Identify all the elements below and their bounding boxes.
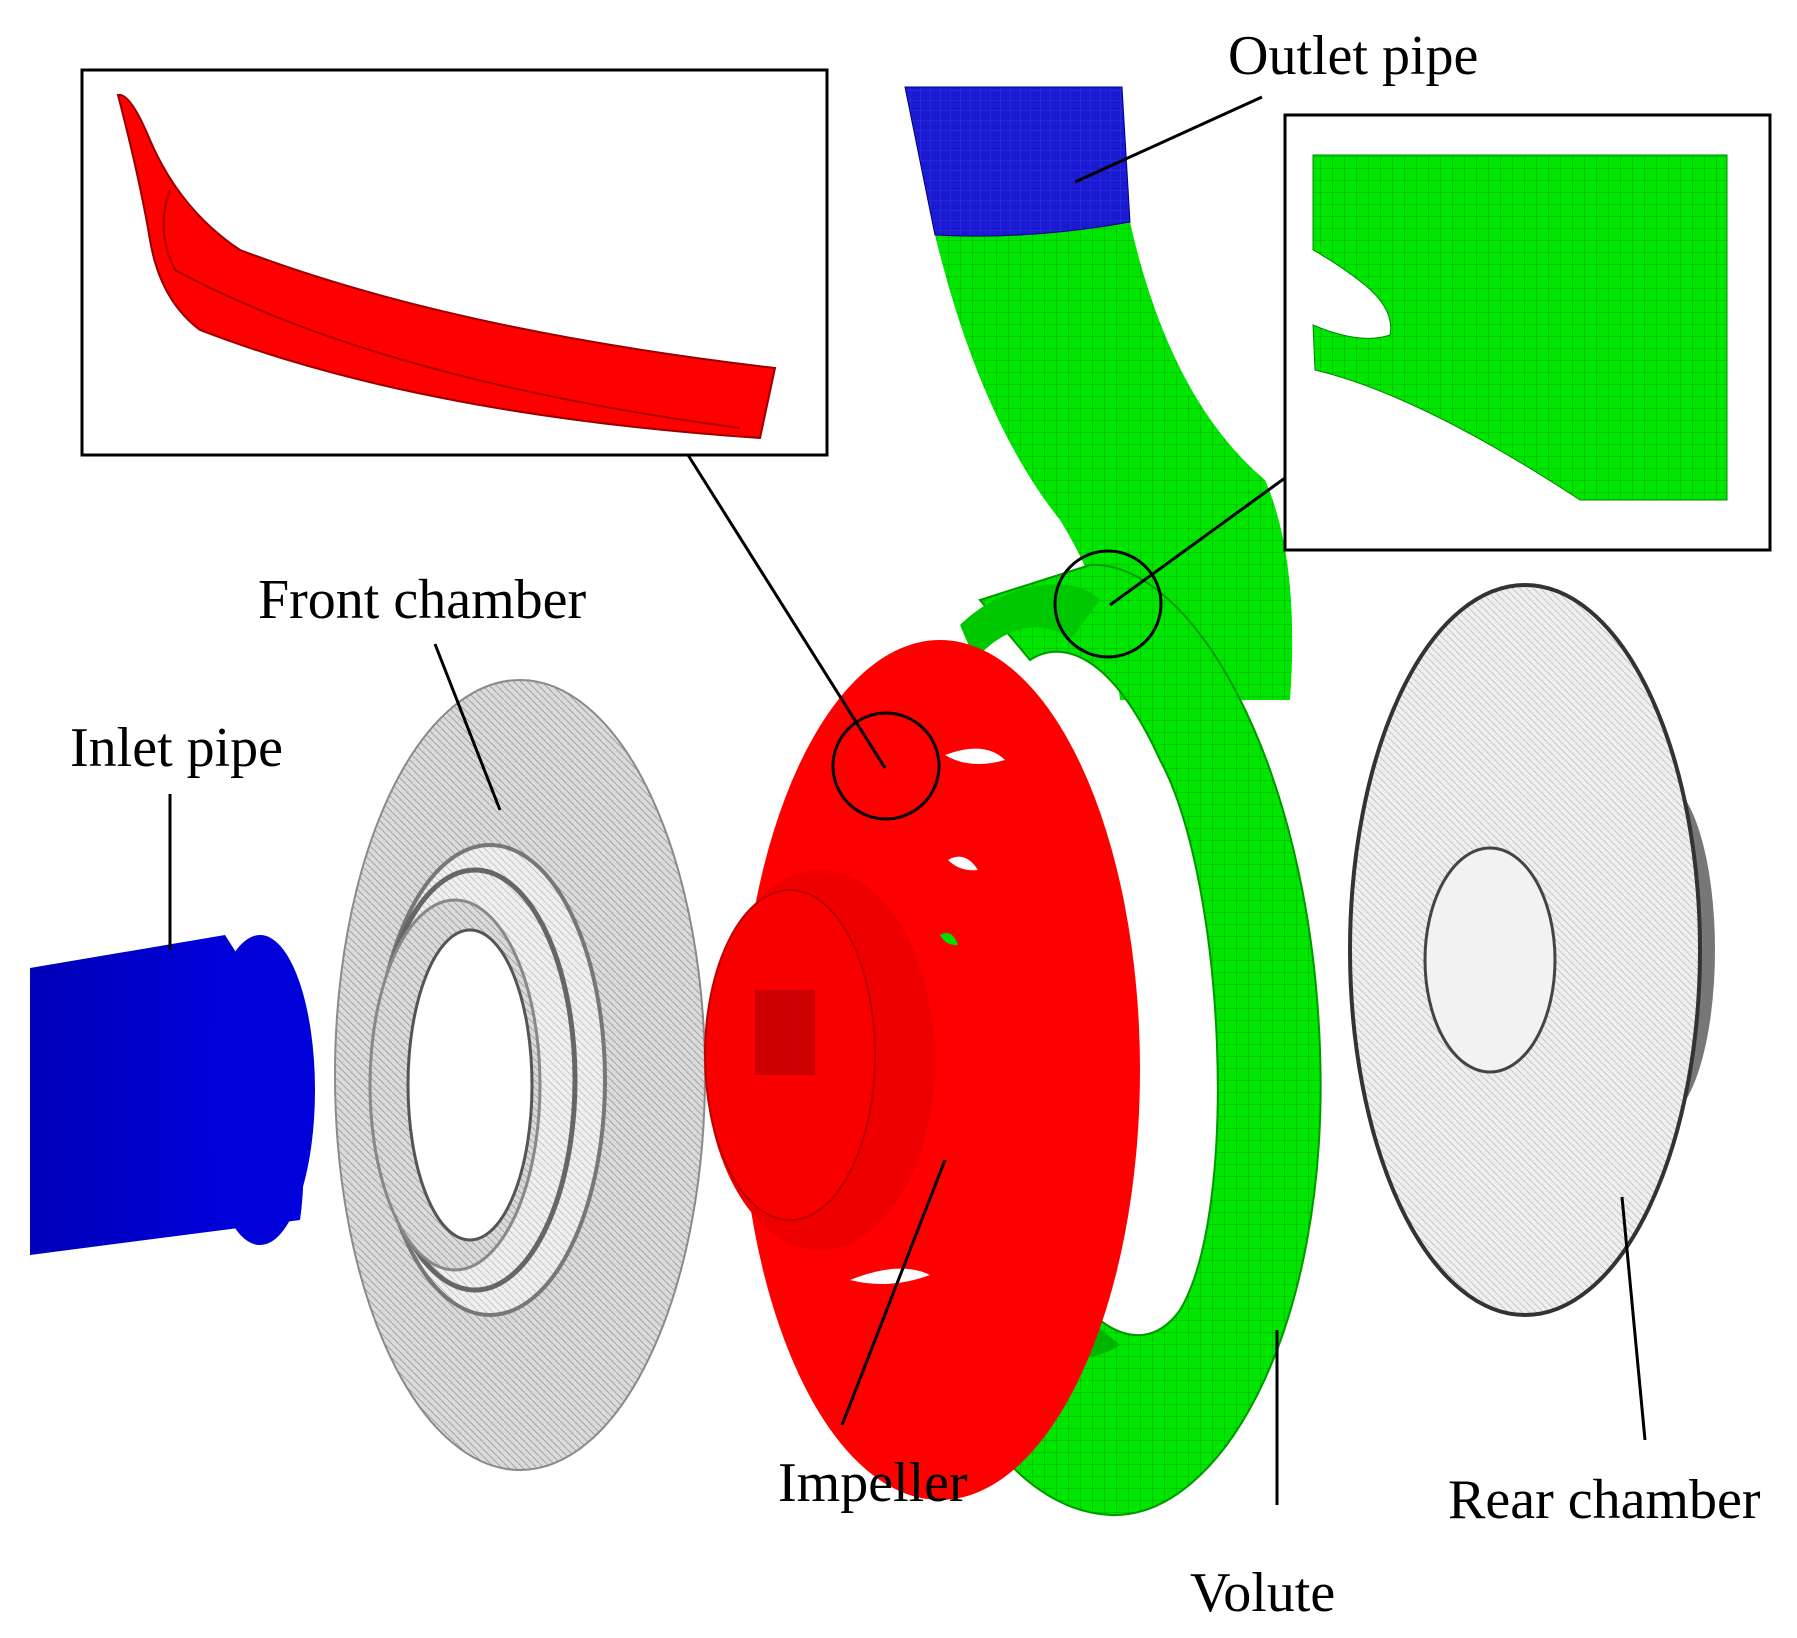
- front-chamber: [334, 679, 706, 1471]
- volute-tongue-inset: [1283, 113, 1772, 552]
- front-chamber-label: Front chamber: [258, 569, 587, 631]
- outlet-pipe: [904, 86, 1131, 237]
- leader-lines: [168, 95, 1647, 1505]
- impeller: [704, 640, 1140, 1500]
- blade-detail-inset: [80, 68, 829, 457]
- impeller-label: Impeller: [778, 1452, 968, 1514]
- volute-label: Volute: [1190, 1562, 1336, 1624]
- rear-chamber: [1348, 583, 1715, 1317]
- impeller-detail-circle: [831, 711, 941, 821]
- tongue-detail-circle: [1053, 549, 1163, 659]
- inlet-pipe: [30, 935, 315, 1255]
- outlet-pipe-label: Outlet pipe: [1228, 25, 1479, 87]
- inlet-pipe-label: Inlet pipe: [70, 717, 284, 779]
- rear-chamber-label: Rear chamber: [1448, 1469, 1761, 1531]
